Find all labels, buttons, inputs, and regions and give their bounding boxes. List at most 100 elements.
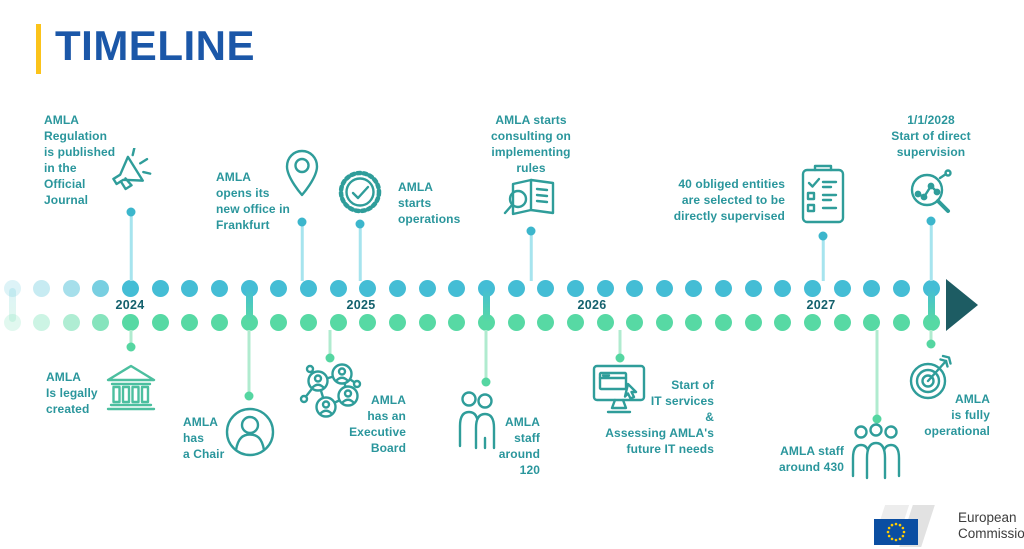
timeline-dot [863, 279, 881, 297]
connector-dot [297, 217, 307, 227]
title-accent-bar [36, 24, 41, 74]
timeline-dot [566, 279, 584, 297]
timeline-dot [359, 279, 377, 297]
ec-flag-mark [862, 505, 954, 547]
timeline-dot [122, 313, 140, 331]
timeline-dot [211, 313, 229, 331]
connector-dot [872, 414, 882, 424]
connector-dot [926, 216, 936, 226]
network-people-icon [297, 362, 363, 424]
timeline-dot [774, 279, 792, 297]
timeline-dot [33, 313, 51, 331]
timeline-dot [62, 313, 80, 331]
connector-dot [526, 226, 536, 236]
connector-line [875, 330, 879, 417]
eu-flag-icon [874, 519, 918, 545]
connector-line [821, 240, 825, 281]
timeline-capsule [927, 288, 935, 322]
timeline-capsule [245, 288, 253, 322]
timeline-dot [596, 313, 614, 331]
timeline-dot [92, 279, 110, 297]
timeline-arrow-icon [946, 279, 978, 331]
location-pin-icon [280, 148, 324, 204]
connector-dot [126, 207, 136, 217]
milestone-label: AMLA is fully operational [924, 392, 990, 438]
timeline-dot [122, 279, 140, 297]
timeline-dot [270, 279, 288, 297]
timeline-dot [388, 279, 406, 297]
megaphone-icon [106, 148, 156, 202]
connector-dot [355, 219, 365, 229]
timeline-dot [626, 313, 644, 331]
timeline-dot [655, 313, 673, 331]
page-title: TIMELINE [55, 22, 255, 69]
connector-dot [926, 339, 936, 349]
timeline-dot [833, 313, 851, 331]
milestone-label: 1/1/2028 Start of direct supervision [891, 113, 971, 159]
milestone-label: 40 obliged entities are selected to be d… [673, 177, 785, 223]
ec-wordmark-line1: European [958, 510, 1017, 525]
ec-logo: European Commission [862, 505, 1024, 547]
connector-line [929, 330, 933, 342]
year-label: 2027 [806, 298, 836, 312]
timeline-dot [300, 279, 317, 297]
timeline-dot [270, 313, 288, 331]
connector-line [929, 225, 933, 281]
monitor-icon [590, 362, 648, 418]
timeline-dot [3, 279, 21, 297]
timeline-dot [804, 279, 822, 297]
connector-dot [244, 391, 254, 401]
timeline-dot [181, 313, 199, 331]
connector-line [300, 226, 304, 281]
timeline-dot [596, 279, 614, 297]
timeline-dot [744, 279, 762, 297]
year-label: 2026 [577, 298, 607, 312]
ec-wordmark-line2: Commission [958, 526, 1024, 541]
timeline-dot [300, 313, 317, 331]
bank-icon [102, 360, 160, 414]
timeline-dot [626, 279, 644, 297]
connector-dot [481, 377, 491, 387]
connector-line [484, 330, 488, 380]
person-circle-icon [224, 406, 276, 458]
connector-line [129, 330, 133, 345]
timeline-dot [922, 313, 940, 331]
milestone-label: AMLA has an Executive Board [349, 393, 406, 455]
milestone-label: Start of IT services & Assessing AMLA's … [605, 378, 714, 456]
connector-line [529, 235, 533, 281]
timeline-dot [655, 279, 673, 297]
timeline-dot [566, 313, 584, 331]
connector-line [358, 228, 362, 281]
timeline-dot [329, 279, 347, 297]
timeline-dot [240, 313, 258, 331]
milestone-label: AMLA starts operations [398, 180, 461, 226]
milestone-label: AMLA Regulation is published in the Offi… [44, 113, 116, 207]
connector-line [129, 215, 133, 281]
two-people-icon [456, 390, 500, 450]
connector-dot [126, 342, 136, 352]
milestone-label: AMLA staff around 120 [498, 415, 540, 477]
timeline-dot [211, 279, 229, 297]
milestone-label: AMLA opens its new office in Frankfurt [216, 170, 290, 232]
connector-line [618, 330, 622, 357]
timeline-dot [893, 279, 910, 297]
timeline-dot [685, 279, 703, 297]
connector-dot [325, 353, 335, 363]
timeline-dot [507, 313, 525, 331]
timeline-dot [181, 279, 199, 297]
timeline-dot [507, 279, 525, 297]
timeline-dot [388, 313, 406, 331]
timeline-dot [715, 313, 733, 331]
connector-dot [615, 353, 625, 363]
timeline-dot [685, 313, 703, 331]
year-label: 2025 [346, 298, 376, 312]
milestone-label: AMLA starts consulting on implementing r… [491, 113, 571, 175]
three-people-icon [843, 422, 909, 480]
target-dart-icon [905, 352, 959, 406]
year-label: 2024 [115, 298, 145, 312]
timeline-dot [537, 313, 555, 331]
timeline-dot [448, 279, 466, 297]
timeline-dot [359, 313, 377, 331]
timeline-dot [3, 313, 21, 331]
connector-dot [818, 231, 828, 241]
